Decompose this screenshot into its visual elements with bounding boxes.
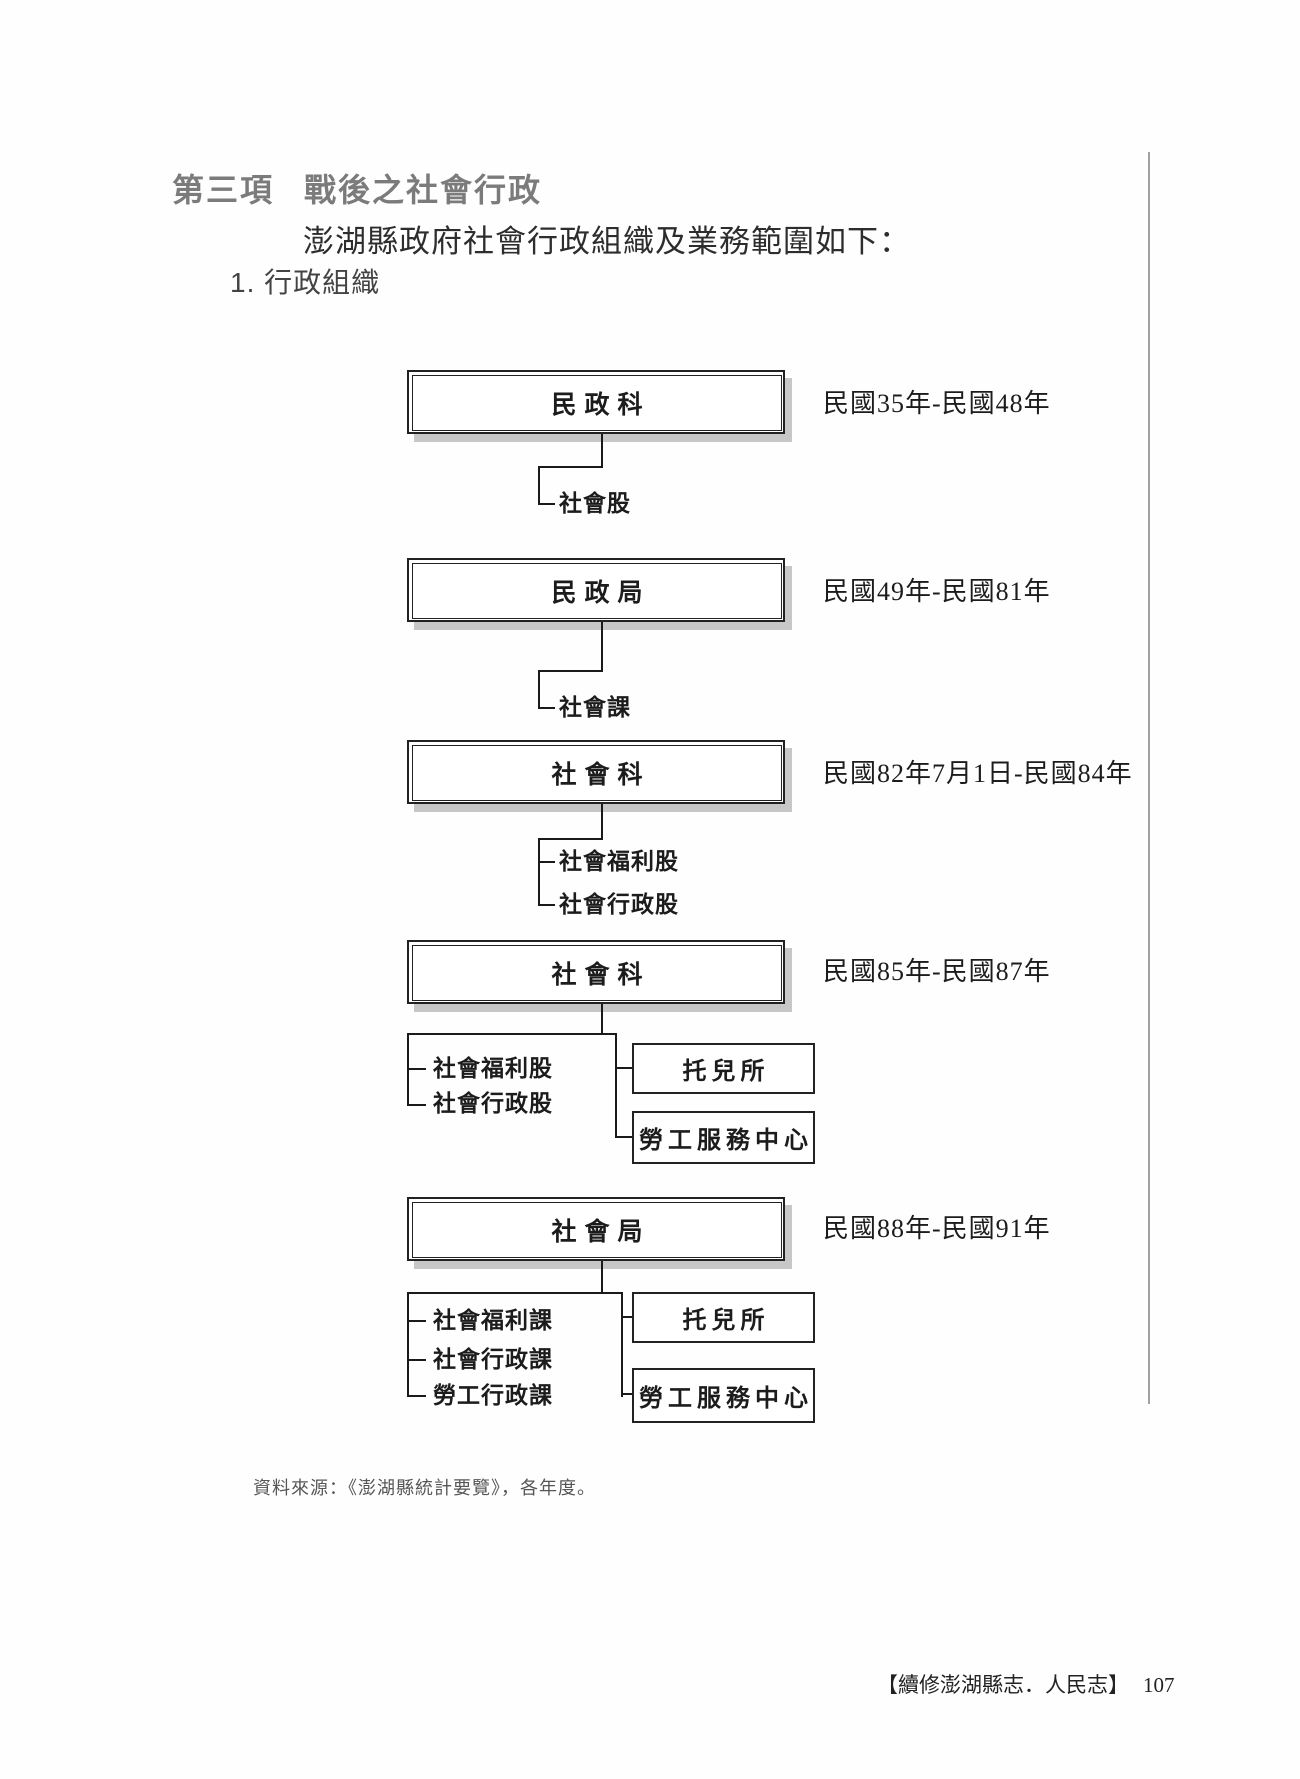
org-box-minzhengju: 民政局 bbox=[407, 558, 785, 622]
org-box-shehuike-late: 社會科 bbox=[407, 940, 785, 1004]
connector-line bbox=[407, 1033, 617, 1035]
org-box-label: 社會科 bbox=[412, 745, 782, 801]
sub-unit-label: 社會福利股 bbox=[433, 1056, 553, 1081]
sub-unit-label: 社會行政股 bbox=[433, 1091, 553, 1116]
page-footer: 【續修澎湖縣志．人民志】 107 bbox=[877, 1669, 1175, 1699]
connector-line bbox=[615, 1033, 617, 1138]
connector-tick bbox=[615, 1067, 632, 1069]
connector-tick bbox=[407, 1359, 426, 1361]
connector-tick bbox=[538, 503, 555, 505]
connector-tick bbox=[621, 1393, 632, 1395]
connector-line bbox=[538, 838, 603, 840]
source-note: 資料來源：《澎湖縣統計要覽》，各年度。 bbox=[253, 1478, 596, 1498]
connector-tick bbox=[621, 1316, 632, 1318]
connector-line bbox=[601, 622, 603, 672]
footer-page-number: 107 bbox=[1143, 1673, 1175, 1697]
connector-line bbox=[621, 1292, 623, 1397]
connector-line bbox=[538, 670, 540, 709]
period-label: 民國85年-民國87年 bbox=[823, 957, 1051, 986]
connector-tick bbox=[407, 1104, 426, 1106]
sub-unit-label: 社會福利股 bbox=[559, 849, 679, 874]
sub-unit-label: 社會行政股 bbox=[559, 892, 679, 917]
attached-unit-box: 托兒所 bbox=[632, 1043, 815, 1094]
period-label: 民國82年7月1日-民國84年 bbox=[823, 759, 1133, 788]
org-box-shehuike-early: 社會科 bbox=[407, 740, 785, 804]
period-label: 民國35年-民國48年 bbox=[823, 389, 1051, 418]
connector-line bbox=[601, 1261, 603, 1294]
connector-tick bbox=[407, 1068, 426, 1070]
connector-tick bbox=[538, 861, 555, 863]
connector-tick bbox=[407, 1320, 426, 1322]
scan-artifact-line bbox=[1148, 152, 1150, 1404]
connector-line bbox=[601, 1004, 603, 1035]
sub-unit-label: 勞工行政課 bbox=[433, 1383, 553, 1408]
sub-unit-label: 社會股 bbox=[559, 491, 631, 516]
footer-book-title: 【續修澎湖縣志．人民志】 bbox=[877, 1673, 1129, 1697]
connector-line bbox=[538, 466, 603, 468]
connector-line bbox=[407, 1292, 409, 1397]
org-box-label: 民政科 bbox=[412, 375, 782, 431]
connector-tick bbox=[538, 707, 555, 709]
connector-tick bbox=[538, 904, 555, 906]
connector-line bbox=[538, 838, 540, 906]
sub-unit-label: 社會行政課 bbox=[433, 1347, 553, 1372]
connector-line bbox=[601, 804, 603, 840]
sub-unit-label: 社會課 bbox=[559, 695, 631, 720]
period-label: 民國88年-民國91年 bbox=[823, 1214, 1051, 1243]
section-number: 第三項 bbox=[172, 172, 275, 208]
connector-line bbox=[538, 670, 603, 672]
period-label: 民國49年-民國81年 bbox=[823, 577, 1051, 606]
org-box-label: 社會局 bbox=[412, 1202, 782, 1258]
list-heading: 1. 行政組織 bbox=[230, 267, 381, 298]
section-title: 戰後之社會行政 bbox=[304, 172, 543, 208]
connector-line bbox=[538, 466, 540, 505]
attached-unit-box: 勞工服務中心 bbox=[632, 1368, 815, 1423]
attached-unit-box: 托兒所 bbox=[632, 1292, 815, 1343]
sub-unit-label: 社會福利課 bbox=[433, 1308, 553, 1333]
connector-line bbox=[407, 1292, 623, 1294]
connector-tick bbox=[407, 1395, 426, 1397]
attached-unit-box: 勞工服務中心 bbox=[632, 1111, 815, 1164]
intro-paragraph: 澎湖縣政府社會行政組織及業務範圍如下： bbox=[303, 224, 911, 259]
org-box-label: 民政局 bbox=[412, 563, 782, 619]
connector-tick bbox=[615, 1136, 632, 1138]
section-heading: 第三項 戰後之社會行政 bbox=[172, 165, 542, 211]
org-box-minzhengke: 民政科 bbox=[407, 370, 785, 434]
org-box-shehuiju: 社會局 bbox=[407, 1197, 785, 1261]
connector-line bbox=[601, 434, 603, 468]
org-box-label: 社會科 bbox=[412, 945, 782, 1001]
